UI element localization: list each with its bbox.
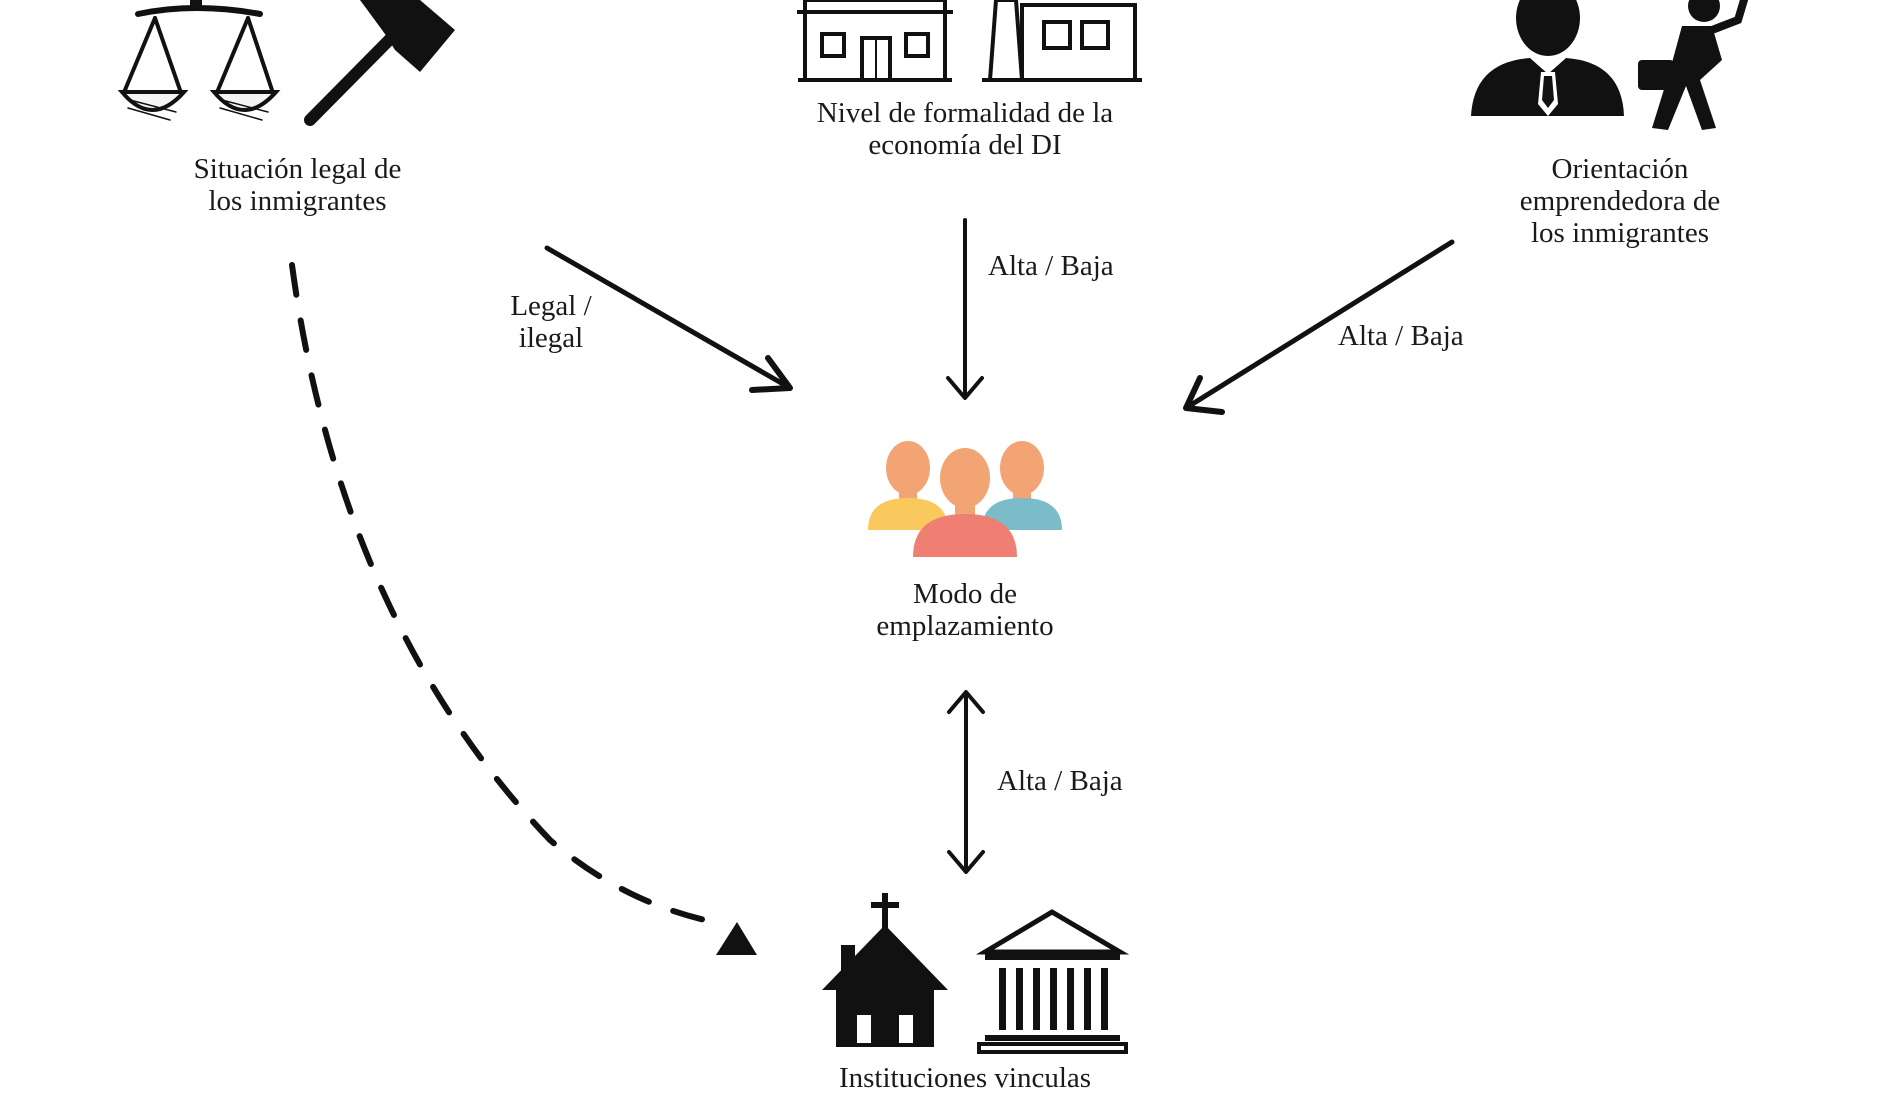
node-label-institutions: Instituciones vinculas xyxy=(838,1062,1092,1094)
arrowhead-legal xyxy=(749,355,793,393)
edge-label-entrepreneur: Alta / Baja xyxy=(1338,320,1464,352)
arrowhead-formality xyxy=(946,376,984,400)
arrowhead-placement-down xyxy=(947,850,985,874)
businesspeople-icon xyxy=(1471,0,1748,130)
people-group-icon xyxy=(868,441,1062,557)
scales-and-gavel-icon xyxy=(117,0,455,126)
dashed-arrowhead xyxy=(716,922,757,955)
buildings-icon xyxy=(797,0,1142,82)
node-label-placement: Modo de emplazamiento xyxy=(876,578,1054,642)
arrow-legal-to-placement xyxy=(544,245,793,391)
dashed-arrow-legal-to-institutions xyxy=(289,262,708,923)
arrowhead-entrepreneur xyxy=(1183,375,1225,415)
diagram-canvas xyxy=(117,0,1748,1054)
node-label-legal: Situación legal de los inmigrantes xyxy=(193,153,402,217)
node-label-formality: Nivel de formalidad de la economía del D… xyxy=(816,97,1114,161)
edge-label-formality: Alta / Baja xyxy=(988,250,1114,282)
church-and-government-building-icon xyxy=(822,893,1130,1054)
node-label-entrepreneur: Orientación emprendedora de los inmigran… xyxy=(1519,153,1721,249)
edge-label-legal: Legal / ilegal xyxy=(510,290,592,354)
arrowhead-placement-up xyxy=(947,690,985,714)
edge-label-placement-institutions: Alta / Baja xyxy=(997,765,1123,797)
arrow-entrepreneur-to-placement xyxy=(1183,239,1455,411)
